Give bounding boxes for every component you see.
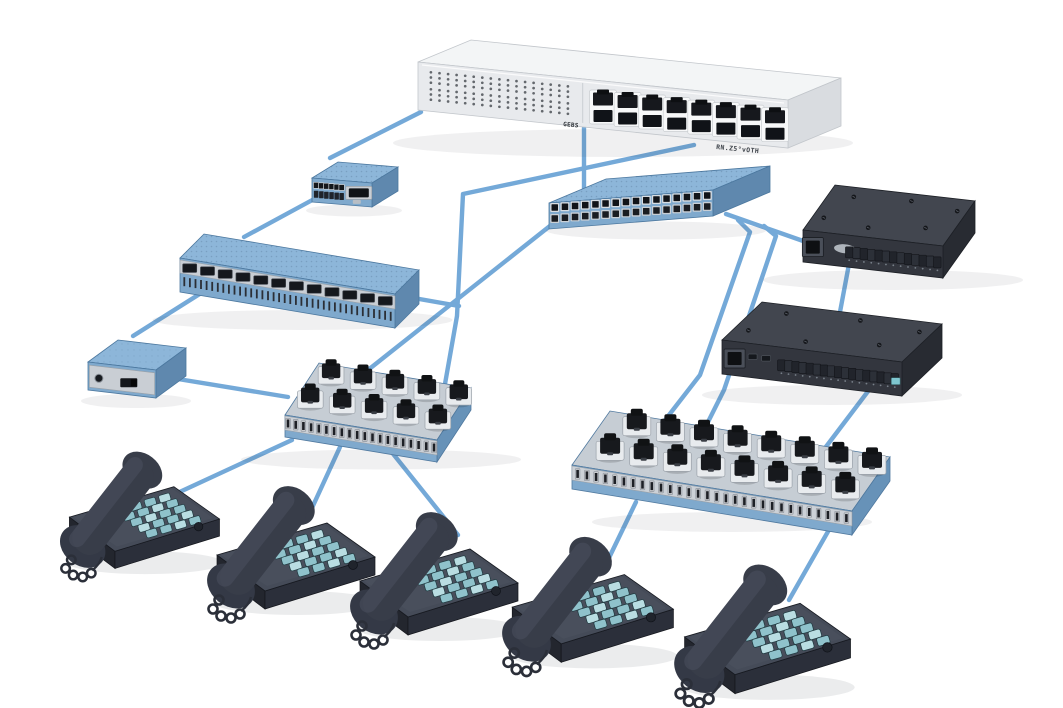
cable-dark-unit-1-to-dark-unit-2	[837, 261, 852, 315]
white-network-switch	[393, 39, 853, 157]
cable-large-patch-panel-to-phone-5	[786, 525, 833, 603]
cable-small-box-to-small-patch-panel	[175, 376, 291, 400]
vent-grid	[429, 70, 570, 116]
blue-desktop-switch	[546, 165, 771, 240]
handset	[350, 512, 458, 635]
cable-main-to-small-patch-panel	[442, 142, 697, 387]
handset	[502, 536, 612, 662]
small-blue-adapter	[306, 161, 402, 217]
desk-phone-5	[674, 564, 855, 708]
desk-phone-2	[207, 486, 379, 624]
small-patch-panel	[241, 359, 521, 470]
curly-cord	[350, 620, 396, 650]
keypad	[561, 581, 654, 630]
curly-cord	[502, 647, 549, 678]
terminal-row	[845, 246, 942, 272]
case-screws	[821, 194, 960, 231]
handset	[674, 564, 788, 694]
keypad	[735, 610, 831, 661]
cable-large-patch-panel-to-phone-4	[604, 499, 639, 565]
port-grid	[550, 191, 712, 223]
cable-adapter-to-long-switch	[241, 195, 319, 240]
dark-control-unit-bottom	[702, 301, 962, 405]
desk-phone-1	[59, 451, 224, 583]
curly-cord	[207, 594, 253, 624]
blue-rack-switch	[152, 233, 453, 330]
plugged-connectors	[297, 359, 473, 432]
main-switch-led-label: GEBS	[563, 121, 579, 130]
rj45-ports	[589, 89, 789, 143]
mini-ports	[313, 181, 345, 200]
cable-dark-unit-2-to-large-patch-panel	[819, 387, 872, 455]
cable-main-to-adapter	[327, 109, 424, 161]
dark-control-unit-top	[763, 184, 1023, 290]
desk-phone-4	[502, 536, 678, 678]
vent-slots	[183, 277, 392, 321]
cable-mid-switch-to-small-patch-panel	[365, 215, 563, 373]
keystone-slots	[285, 417, 437, 454]
case-screws	[746, 311, 922, 348]
small-blue-box	[81, 339, 191, 408]
handset	[207, 486, 315, 609]
large-patch-panel	[571, 408, 891, 537]
curly-cord	[60, 554, 103, 583]
handset	[59, 451, 163, 568]
port-row	[182, 263, 393, 306]
cable-mid-switch-to-large-patch-panel-a	[659, 217, 753, 427]
desk-phone-3	[350, 512, 522, 650]
curly-cord	[674, 678, 722, 708]
cable-long-switch-to-small-box	[130, 287, 209, 339]
terminal-row	[777, 359, 899, 389]
keypad	[408, 555, 499, 604]
keystone-slots	[574, 468, 850, 524]
plugged-connectors	[595, 408, 887, 502]
